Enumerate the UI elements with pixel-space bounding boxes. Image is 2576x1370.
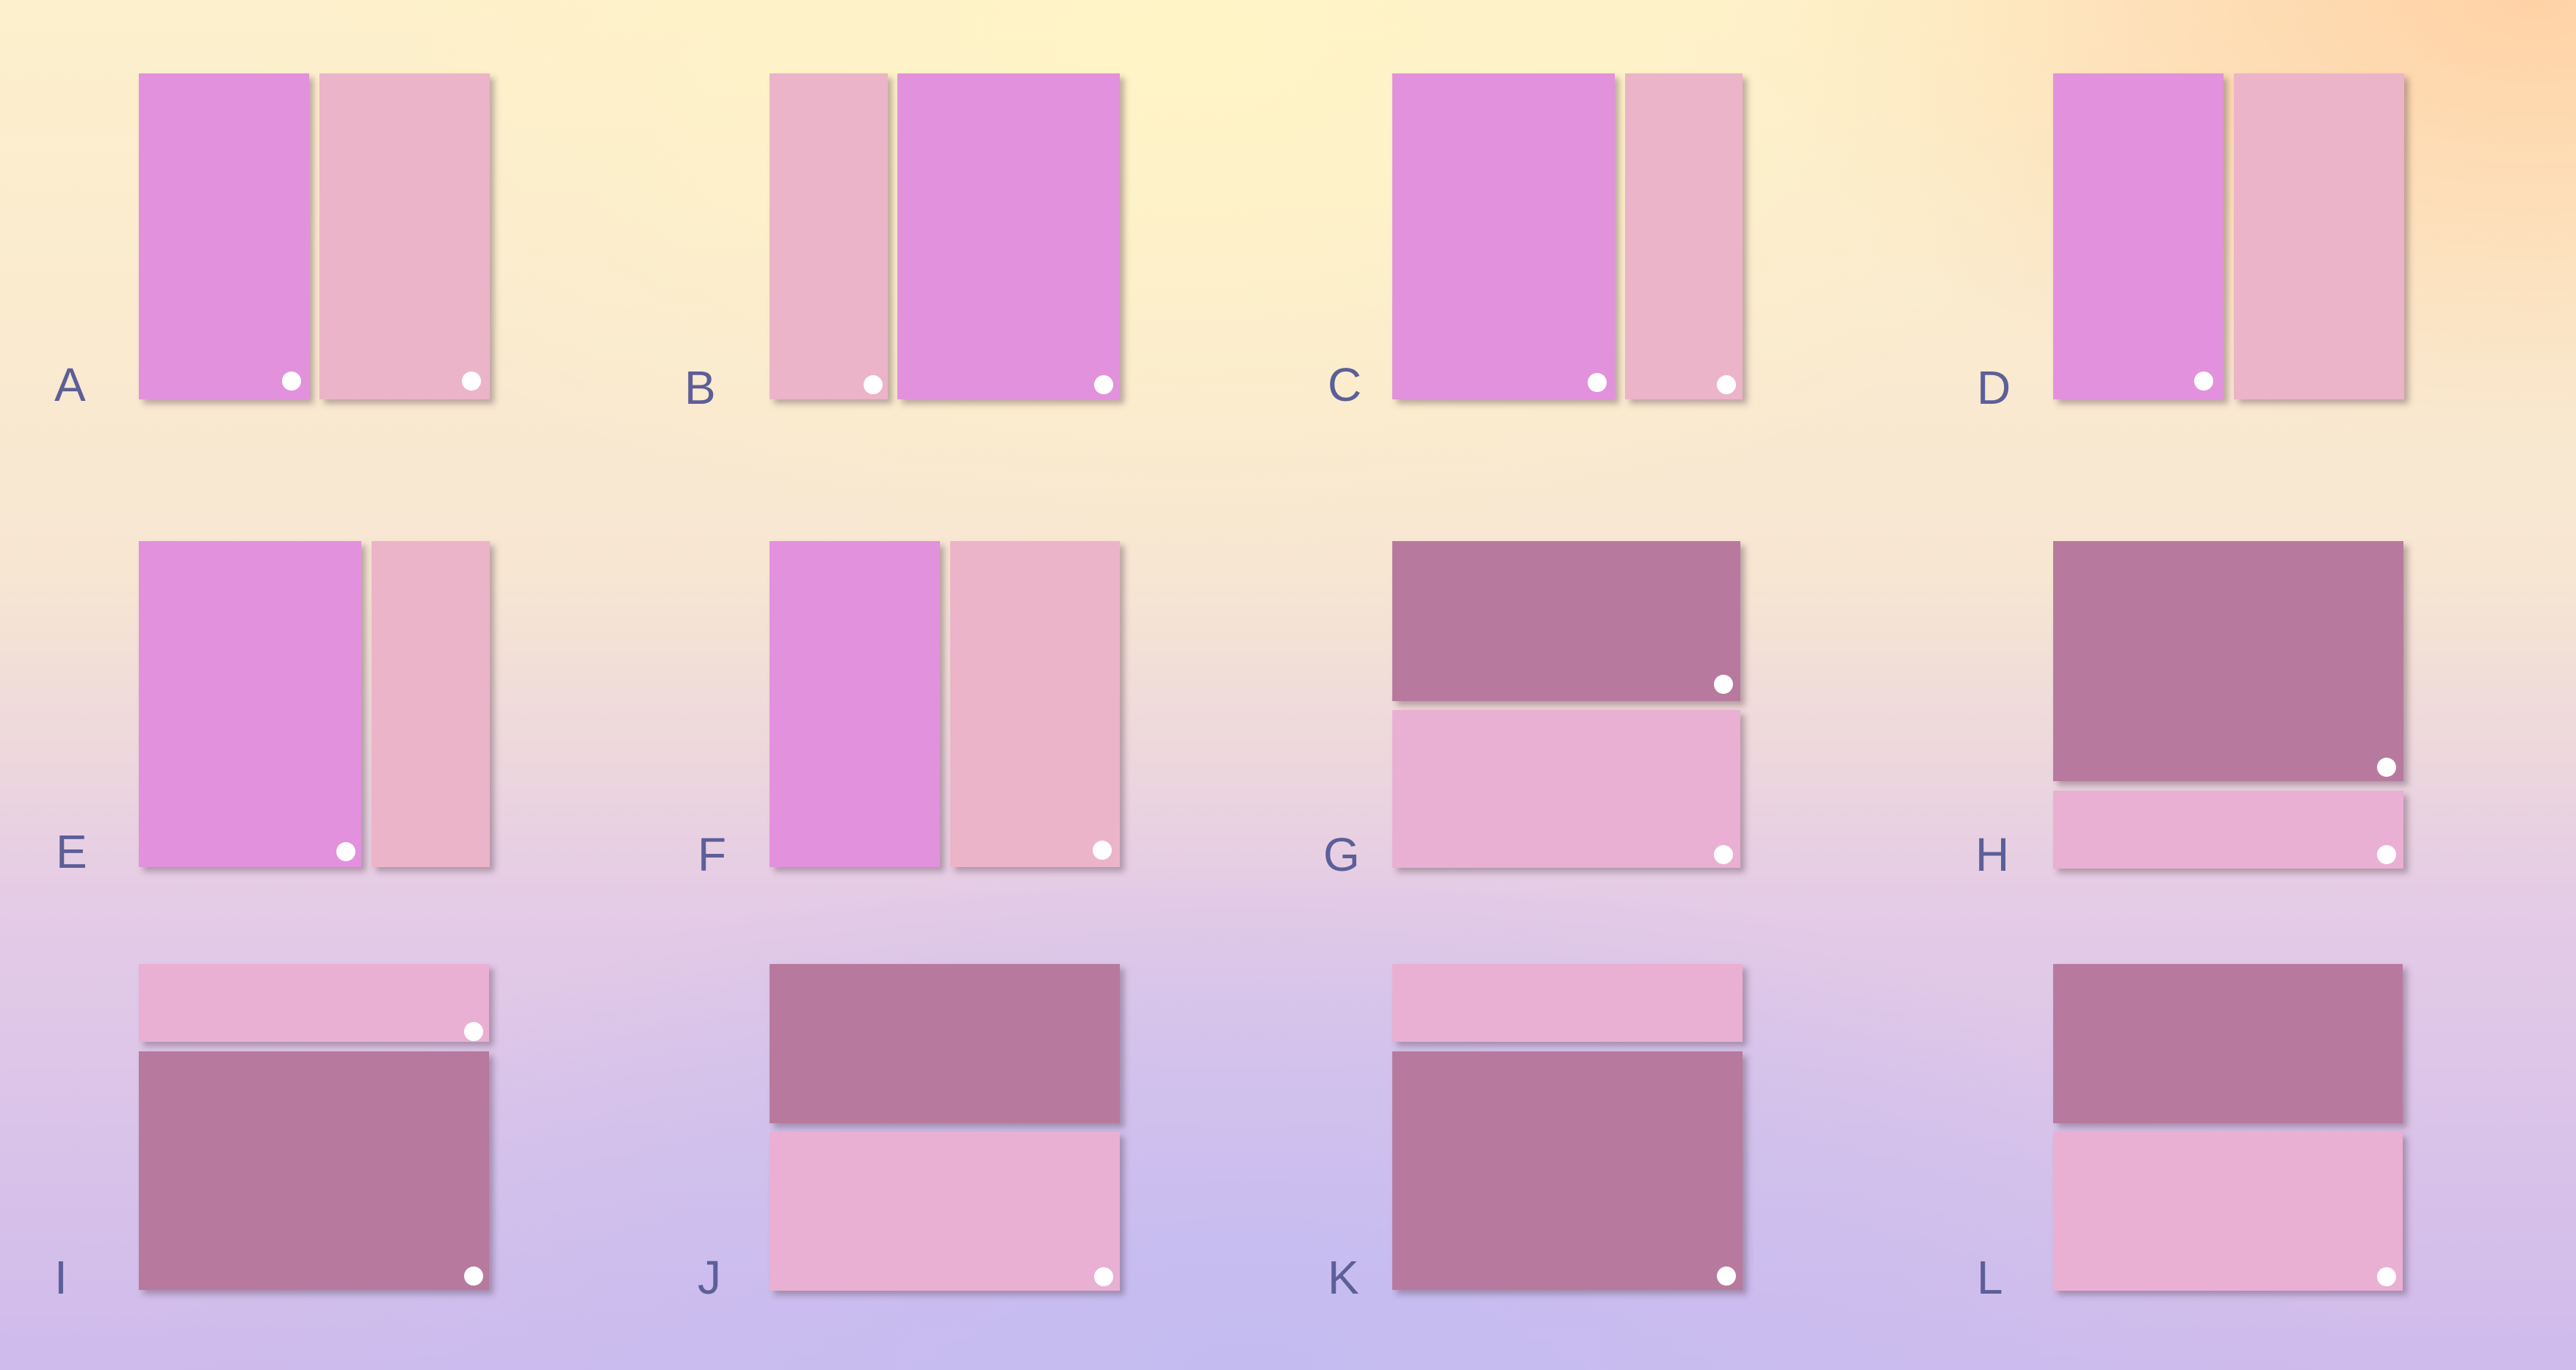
option-i-marker-1 <box>464 1022 483 1041</box>
option-d-panel-1 <box>2053 73 2224 399</box>
option-l-panel-1 <box>2053 964 2403 1123</box>
option-l-panel-2 <box>2053 1132 2403 1291</box>
option-g-marker-1 <box>1714 675 1733 694</box>
option-f-marker-2 <box>1093 841 1112 860</box>
option-b-panel-2 <box>897 73 1120 399</box>
option-h-marker-1 <box>2377 758 2396 777</box>
option-e-marker-1 <box>336 842 355 861</box>
option-j-panel-2 <box>770 1132 1120 1291</box>
option-f-label: F <box>698 828 727 881</box>
option-g-marker-2 <box>1714 845 1733 864</box>
option-g-panel-1 <box>1392 541 1740 701</box>
option-l-marker-2 <box>2377 1267 2396 1286</box>
option-g-panel-2 <box>1392 710 1740 868</box>
option-k-panel-2 <box>1392 1051 1743 1290</box>
option-d-label: D <box>1977 361 2011 414</box>
option-i-marker-2 <box>464 1266 483 1286</box>
option-k-marker-2 <box>1717 1266 1736 1286</box>
option-c-marker-1 <box>1588 373 1607 392</box>
option-b-marker-1 <box>864 375 883 394</box>
option-j-label: J <box>698 1251 721 1304</box>
option-h-label: H <box>1975 828 2010 881</box>
option-e-panel-1 <box>139 541 361 867</box>
option-c-panel-1 <box>1392 73 1615 399</box>
option-l-label: L <box>1977 1251 2003 1304</box>
option-a-marker-2 <box>462 372 481 391</box>
option-i-label: I <box>54 1251 68 1304</box>
option-k-label: K <box>1328 1251 1359 1304</box>
option-e-label: E <box>56 825 87 878</box>
option-h-panel-2 <box>2053 791 2403 869</box>
option-b-panel-1 <box>770 73 888 399</box>
option-b-label: B <box>684 361 716 414</box>
option-a-label: A <box>54 358 86 411</box>
option-i-panel-2 <box>139 1051 489 1290</box>
option-i-panel-1 <box>139 964 489 1042</box>
option-f-panel-1 <box>770 541 940 867</box>
option-h-marker-2 <box>2377 845 2396 864</box>
option-a-marker-1 <box>282 372 301 391</box>
option-d-marker-1 <box>2194 372 2213 391</box>
option-e-panel-2 <box>372 541 490 867</box>
option-j-marker-2 <box>1094 1267 1113 1286</box>
option-a-panel-2 <box>319 73 490 399</box>
option-h-panel-1 <box>2053 541 2403 781</box>
option-c-label: C <box>1328 358 1362 411</box>
option-c-marker-2 <box>1717 375 1736 394</box>
option-f-panel-2 <box>950 541 1120 867</box>
option-d-panel-2 <box>2234 73 2404 399</box>
option-j-panel-1 <box>770 964 1120 1123</box>
option-b-marker-2 <box>1094 375 1113 394</box>
option-k-panel-1 <box>1392 964 1743 1042</box>
option-a-panel-1 <box>139 73 309 399</box>
option-c-panel-2 <box>1625 73 1743 399</box>
option-g-label: G <box>1323 828 1360 881</box>
